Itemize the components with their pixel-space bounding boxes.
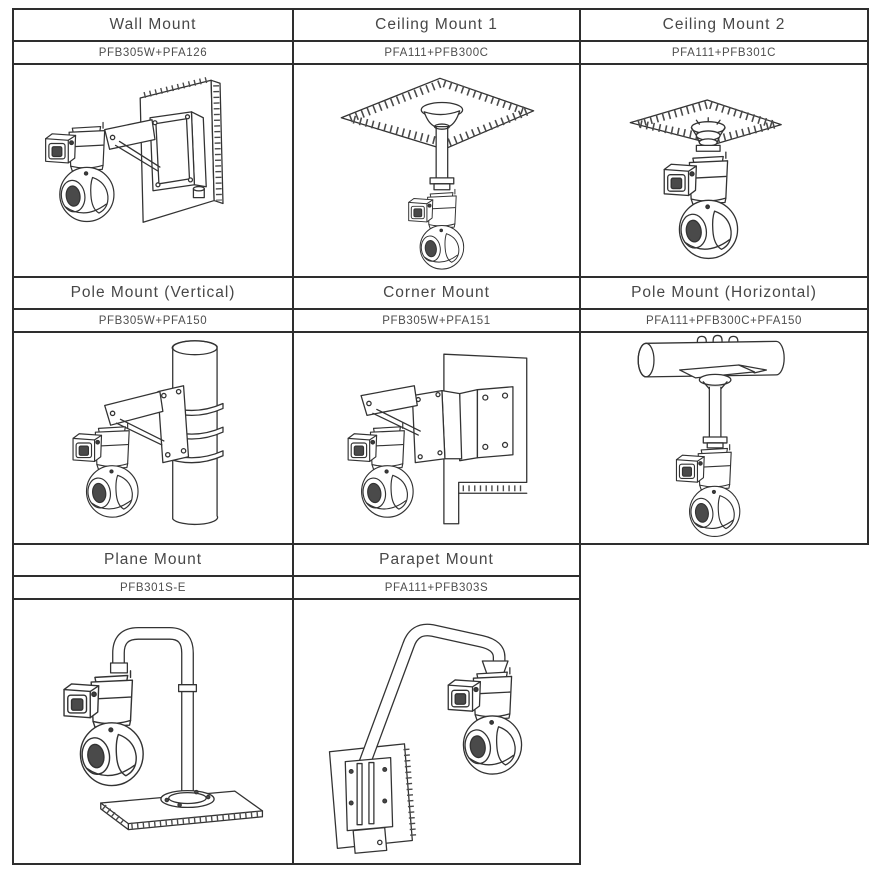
- mount-model: PFB301S-E: [14, 577, 292, 600]
- mount-title: Parapet Mount: [294, 545, 579, 577]
- mount-model: PFA111+PFB300C: [294, 42, 579, 65]
- cell-ceiling-mount-1: Ceiling Mount 1 PFA111+PFB300C: [292, 8, 581, 278]
- mount-model: PFB305W+PFA150: [14, 310, 292, 333]
- ceiling-mount-2-illustration: [581, 65, 867, 276]
- wall-mount-illustration: [14, 65, 292, 276]
- ceiling-mount-1-illustration: [294, 65, 579, 276]
- parapet-mount-illustration: [294, 600, 579, 863]
- cell-ceiling-mount-2: Ceiling Mount 2 PFA111+PFB301C: [579, 8, 869, 278]
- mount-title: Pole Mount (Vertical): [14, 278, 292, 310]
- corner-mount-illustration: [294, 333, 579, 543]
- mount-title: Plane Mount: [14, 545, 292, 577]
- mount-model: PFA111+PFB303S: [294, 577, 579, 600]
- mount-title: Ceiling Mount 2: [581, 10, 867, 42]
- mount-model: PFA111+PFB300C+PFA150: [581, 310, 867, 333]
- cell-pole-mount-horizontal: Pole Mount (Horizontal) PFA111+PFB300C+P…: [579, 276, 869, 545]
- mount-title: Corner Mount: [294, 278, 579, 310]
- pole-mount-horizontal-illustration: [581, 333, 867, 543]
- mount-model: PFB305W+PFA126: [14, 42, 292, 65]
- cell-wall-mount: Wall Mount PFB305W+PFA126: [12, 8, 294, 278]
- cell-plane-mount: Plane Mount PFB301S-E: [12, 543, 294, 865]
- plane-mount-illustration: [14, 600, 292, 863]
- cell-pole-mount-vertical: Pole Mount (Vertical) PFB305W+PFA150: [12, 276, 294, 545]
- cell-corner-mount: Corner Mount PFB305W+PFA151: [292, 276, 581, 545]
- mount-model: PFA111+PFB301C: [581, 42, 867, 65]
- mount-title: Wall Mount: [14, 10, 292, 42]
- mount-model: PFB305W+PFA151: [294, 310, 579, 333]
- mount-title: Pole Mount (Horizontal): [581, 278, 867, 310]
- cell-parapet-mount: Parapet Mount PFA111+PFB303S: [292, 543, 581, 865]
- mount-title: Ceiling Mount 1: [294, 10, 579, 42]
- pole-mount-vertical-illustration: [14, 333, 292, 543]
